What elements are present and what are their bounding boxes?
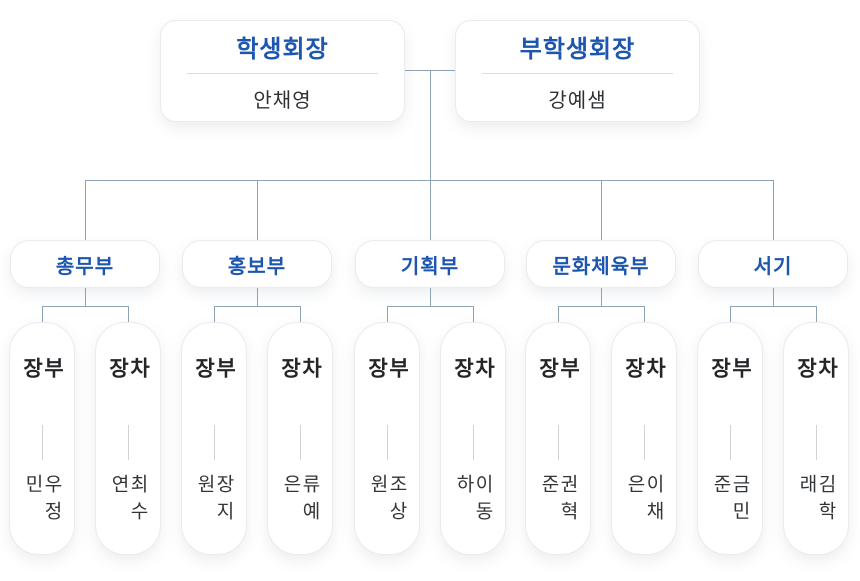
dept-label: 총무부 (55, 255, 115, 278)
connector-line (644, 306, 645, 322)
member-card: 차장 이동하 (440, 322, 506, 555)
dept-label: 서기 (753, 255, 793, 278)
member-role: 부장 (708, 357, 752, 385)
president-title: 학생회장 (236, 36, 329, 63)
connector-line (300, 306, 301, 322)
president-card: 학생회장 안채영 (160, 20, 405, 122)
member-name: 이채은 (624, 474, 664, 529)
member-name: 금민준 (710, 474, 750, 529)
connector-line (42, 306, 129, 307)
connector-line (773, 180, 774, 240)
pill-divider (299, 425, 301, 461)
connector-line (816, 306, 817, 322)
connector-line (558, 306, 645, 307)
member-role: 차장 (451, 357, 495, 385)
pill-divider (213, 425, 215, 461)
member-name: 장지원 (194, 474, 234, 529)
connector-line (214, 306, 301, 307)
pill-divider (127, 425, 129, 461)
member-name: 이동하 (453, 474, 493, 529)
member-name: 최수연 (108, 474, 148, 529)
connector-line (430, 70, 431, 180)
member-role: 부장 (20, 357, 64, 385)
connector-line (430, 180, 431, 240)
card-divider (482, 73, 673, 74)
member-card: 차장 최수연 (95, 322, 161, 555)
connector-line (601, 288, 602, 306)
member-role: 부장 (192, 357, 236, 385)
pill-divider (472, 425, 474, 461)
connector-line (558, 306, 559, 322)
connector-line (42, 306, 43, 322)
pill-divider (815, 425, 817, 461)
member-card: 차장 김학래 (783, 322, 849, 555)
member-card: 차장 이채은 (611, 322, 677, 555)
vice-president-title: 부학생회장 (519, 36, 636, 63)
card-divider (187, 73, 378, 74)
connector-line (85, 180, 86, 240)
connector-line (601, 180, 602, 240)
pill-divider (643, 425, 645, 461)
member-role: 부장 (536, 357, 580, 385)
vice-president-card: 부학생회장 강예샘 (455, 20, 700, 122)
member-name: 조상원 (367, 474, 407, 529)
member-card: 차장 류예은 (267, 322, 333, 555)
member-role: 부장 (365, 357, 409, 385)
member-card: 부장 우정민 (9, 322, 75, 555)
connector-line (128, 306, 129, 322)
dept-label: 기획부 (400, 255, 460, 278)
member-role: 차장 (278, 357, 322, 385)
member-role: 차장 (622, 357, 666, 385)
dept-box-planning: 기획부 (355, 240, 505, 288)
member-name: 류예은 (280, 474, 320, 529)
member-name: 권혁준 (538, 474, 578, 529)
member-card: 부장 조상원 (354, 322, 420, 555)
member-card: 부장 금민준 (697, 322, 763, 555)
connector-line (214, 306, 215, 322)
member-role: 차장 (106, 357, 150, 385)
connector-line (387, 306, 474, 307)
connector-line (85, 180, 773, 181)
connector-line (387, 306, 388, 322)
pill-divider (729, 425, 731, 461)
member-card: 부장 권혁준 (525, 322, 591, 555)
member-name: 우정민 (22, 474, 62, 529)
member-card: 부장 장지원 (181, 322, 247, 555)
dept-label: 문화체육부 (552, 255, 650, 278)
connector-line (730, 306, 731, 322)
dept-box-culture-sports: 문화체육부 (526, 240, 676, 288)
connector-line (473, 306, 474, 322)
connector-line (85, 288, 86, 306)
dept-box-secretary: 서기 (698, 240, 848, 288)
member-name: 김학래 (796, 474, 836, 529)
president-name: 안채영 (253, 90, 312, 112)
dept-box-public-relations: 홍보부 (182, 240, 332, 288)
pill-divider (41, 425, 43, 461)
dept-label: 홍보부 (227, 255, 287, 278)
connector-line (430, 288, 431, 306)
dept-box-general-affairs: 총무부 (10, 240, 160, 288)
connector-line (773, 288, 774, 306)
connector-line (257, 180, 258, 240)
vice-president-name: 강예샘 (548, 90, 607, 112)
connector-line (257, 288, 258, 306)
pill-divider (557, 425, 559, 461)
connector-line (730, 306, 817, 307)
pill-divider (386, 425, 388, 461)
member-role: 차장 (794, 357, 838, 385)
